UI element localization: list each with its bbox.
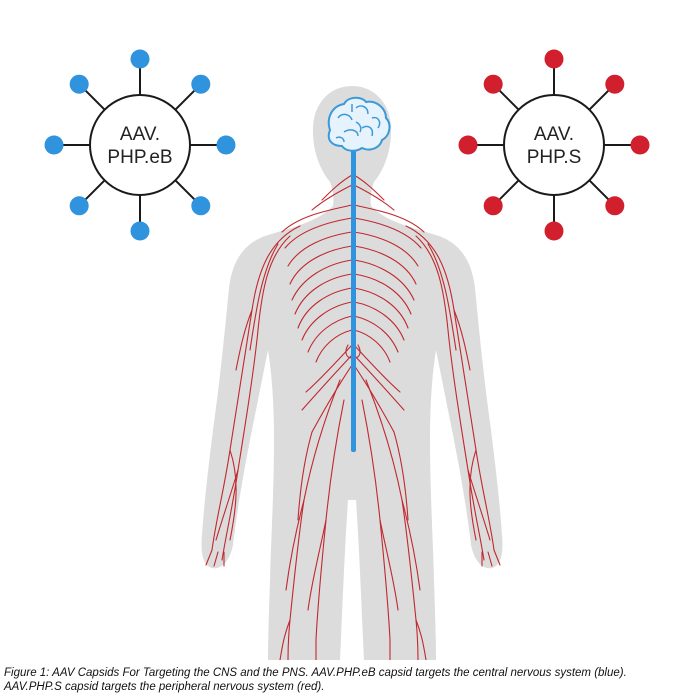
capsid-php-eb-receptor-dot: [216, 135, 236, 155]
capsid-php-s-receptor-dot: [605, 196, 625, 216]
capsid-php-eb-label-line1: AAV.: [120, 124, 160, 145]
capsid-php-eb-receptor-dot: [191, 196, 211, 216]
figure-canvas: AAV. PHP.eB AAV. PHP.S: [44, 49, 650, 660]
capsid-php-s-label-line1: AAV.: [534, 124, 574, 145]
capsid-php-eb-receptor-dot: [130, 49, 150, 69]
lumbar-nerves: [301, 344, 405, 433]
capsid-php-eb-receptor-dot: [44, 135, 64, 155]
caption-line-1: Figure 1: AAV Capsids For Targeting the …: [4, 667, 627, 679]
brain-icon: [327, 96, 391, 152]
capsid-php-s-receptor-dot: [544, 221, 564, 241]
capsid-php-s-receptor-dot: [630, 135, 650, 155]
peripheral-nerves: [205, 174, 501, 660]
capsid-php-s-receptor-dot: [483, 74, 503, 94]
capsid-php-s-receptor-dot: [483, 196, 503, 216]
capsid-php-eb: AAV. PHP.eB: [44, 49, 236, 241]
capsid-php-s-receptor-dot: [458, 135, 478, 155]
capsid-php-eb-receptor-dot: [130, 221, 150, 241]
capsid-php-eb-label-line2: PHP.eB: [107, 147, 172, 168]
capsid-php-eb-receptor-dot: [69, 74, 89, 94]
capsid-php-eb-spokes: [44, 49, 236, 241]
leg-nerves-right: [361, 379, 427, 660]
leg-nerves-left: [279, 379, 345, 660]
capsid-php-eb-receptor-dot: [69, 196, 89, 216]
figure-caption: Figure 1: AAV Capsids For Targeting the …: [4, 666, 696, 694]
arm-nerves-left: [205, 225, 301, 567]
cervical-nerves: [311, 174, 395, 211]
thoracic-nerves-left: [281, 204, 353, 363]
capsid-php-eb-body: [89, 94, 191, 196]
capsid-php-s-receptor-dot: [544, 49, 564, 69]
thoracic-nerves-right: [353, 204, 425, 363]
capsid-php-s: AAV. PHP.S: [458, 49, 650, 241]
arm-nerves-right: [405, 225, 501, 567]
caption-line-2: AAV.PHP.S capsid targets the peripheral …: [4, 681, 325, 693]
capsid-php-s-receptor-dot: [605, 74, 625, 94]
capsid-php-s-label-line2: PHP.S: [527, 147, 582, 168]
spinal-cord: [351, 145, 356, 452]
capsid-php-eb-receptor-dot: [191, 74, 211, 94]
capsid-php-s-spokes: [458, 49, 650, 241]
capsid-php-s-body: [503, 94, 605, 196]
